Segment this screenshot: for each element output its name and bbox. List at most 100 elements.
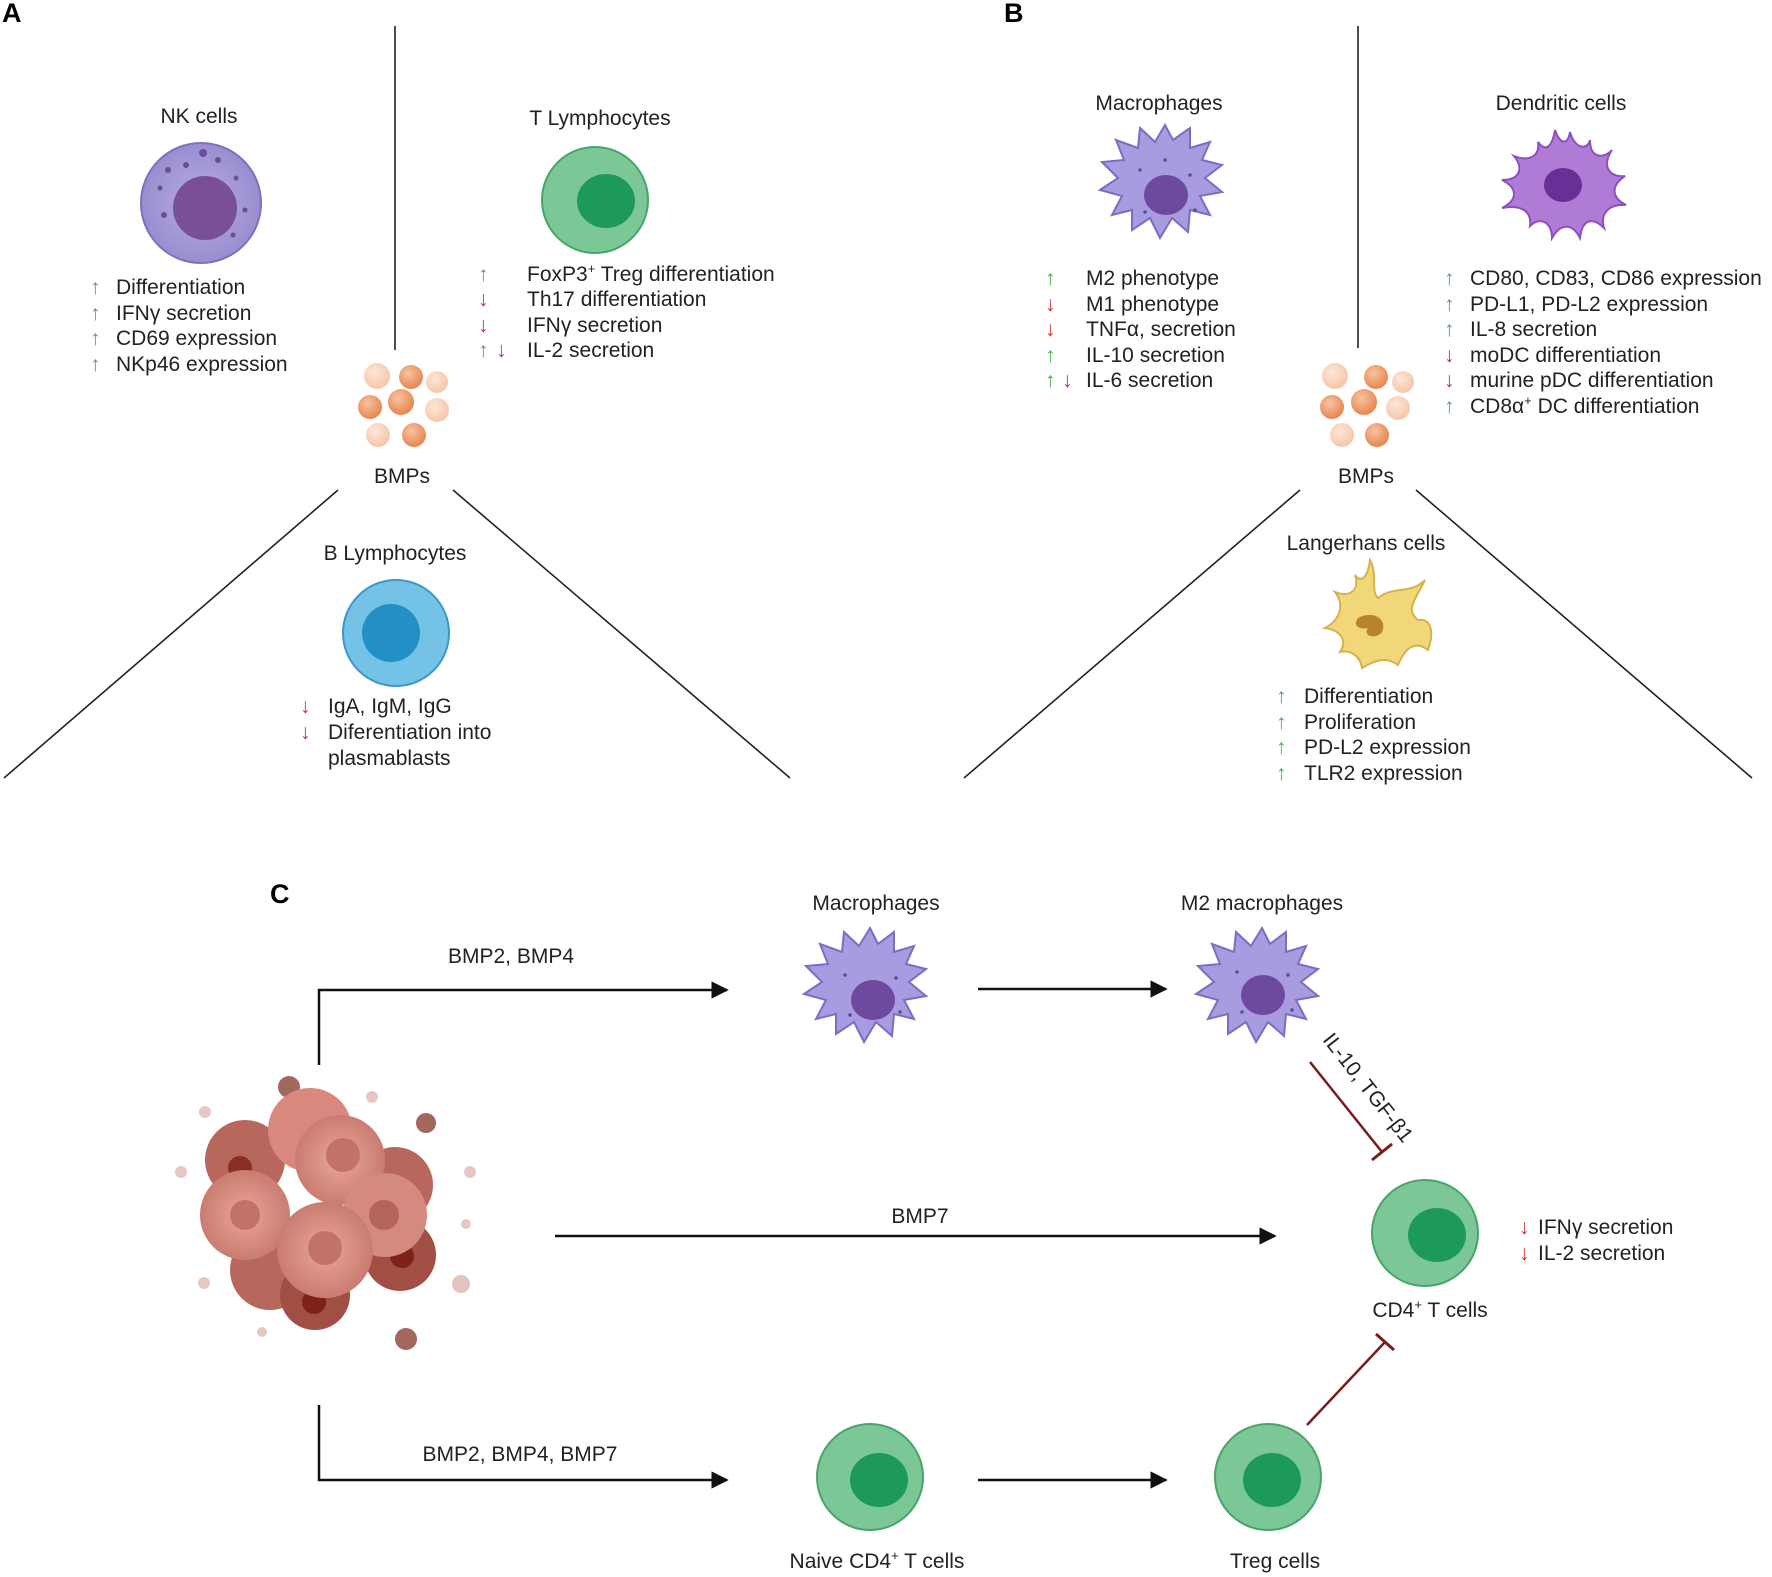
cd4-effects-list: ↓ IFNγ secretion ↓IL-2 secretion [1519, 1216, 1673, 1265]
list-item: ↑IFNγ secretion [90, 302, 251, 325]
svg-text:↑: ↑ [478, 339, 489, 362]
m2-macrophages-label: M2 macrophages [1181, 892, 1343, 915]
panel-a-letter: A [2, 0, 22, 28]
svg-text:↓: ↓ [1444, 369, 1455, 392]
svg-text:plasmablasts: plasmablasts [328, 747, 451, 770]
bmp-cluster-icon [1320, 363, 1414, 447]
edge-label-bottom: BMP2, BMP4, BMP7 [423, 1443, 618, 1466]
svg-text:CD80, CD83, CD86 expression: CD80, CD83, CD86 expression [1470, 267, 1762, 290]
list-item: ↑ NKp46 expression [90, 353, 288, 376]
svg-text:IgA, IgM, IgG: IgA, IgM, IgG [328, 695, 452, 718]
svg-text:M2 phenotype: M2 phenotype [1086, 267, 1219, 290]
svg-text:↑: ↑ [1276, 685, 1287, 708]
svg-text:PD-L1, PD-L2 expression: PD-L1, PD-L2 expression [1470, 293, 1708, 316]
naive-t-cell-icon [816, 1423, 924, 1531]
list-item: plasmablasts [328, 747, 451, 770]
nk-cell-icon [140, 142, 262, 264]
dendritic-cell-icon [1501, 129, 1627, 242]
list-item: ↑↓IL-6 secretion [1045, 369, 1213, 392]
svg-text:↓: ↓ [478, 314, 489, 337]
arrow-tumor-to-naive [317, 1405, 729, 1489]
list-item: ↓IL-2 secretion [1519, 1242, 1665, 1265]
svg-text:↑: ↑ [90, 353, 101, 376]
treg-cell-icon [1214, 1423, 1322, 1531]
svg-text:TLR2 expression: TLR2 expression [1304, 762, 1463, 785]
cd4-t-cells-label: CD4+ T cells [1372, 1297, 1487, 1322]
svg-text:Differentiation: Differentiation [1304, 685, 1433, 708]
cd4-t-cell-icon [1371, 1179, 1479, 1287]
svg-text:Th17 differentiation: Th17 differentiation [527, 288, 706, 311]
svg-text:↑: ↑ [1444, 267, 1455, 290]
svg-text:IFNγ secretion: IFNγ secretion [1538, 1216, 1673, 1239]
bmp-cluster-icon [358, 363, 449, 447]
panel-c: C [175, 879, 1673, 1573]
svg-text:↑: ↑ [1276, 762, 1287, 785]
nk-effects-list: ↑Differentiation ↑IFNγ secretion ↑ CD69 e… [90, 276, 288, 376]
svg-text:NKp46 expression: NKp46 expression [116, 353, 288, 376]
divider-line [1415, 489, 1753, 779]
divider-line [452, 489, 791, 779]
panel-b: B BMPs Macrophages ↑M2 pheno [963, 0, 1762, 785]
naive-cd4-label: Naive CD4+ T cells [790, 1548, 965, 1573]
svg-text:IL-2 secretion: IL-2 secretion [1538, 1242, 1665, 1265]
list-item: ↓ TNFα, secretion [1045, 318, 1236, 341]
list-item: ↑FoxP3+ Treg differentiation [478, 261, 775, 286]
bmps-label: BMPs [1338, 465, 1394, 488]
inhibit-label: IL-10, TGF-β1 [1318, 1029, 1417, 1147]
list-item: ↑ TLR2 expression [1276, 762, 1463, 785]
langerhans-effects-list: ↑ Differentiation ↑ Proliferation ↑PD-L2 e… [1276, 685, 1471, 785]
list-item: ↑IL-10 secretion [1045, 344, 1225, 367]
svg-text:TNFα, secretion: TNFα, secretion [1086, 318, 1236, 341]
dendritic-cells-title: Dendritic cells [1496, 92, 1627, 115]
macrophage-icon [801, 925, 929, 1045]
list-item: ↓ moDC differentiation [1444, 344, 1661, 367]
list-item: ↓ Th17 differentiation [478, 288, 706, 311]
b-effects-list: ↓IgA, IgM, IgG ↓Diferentiation into plas… [300, 695, 491, 770]
svg-text:IL-6 secretion: IL-6 secretion [1086, 369, 1213, 392]
edge-label-top: BMP2, BMP4 [448, 945, 574, 968]
svg-text:↑: ↑ [1276, 711, 1287, 734]
svg-text:M1 phenotype: M1 phenotype [1086, 293, 1219, 316]
bmps-label: BMPs [374, 465, 430, 488]
m2-macrophage-icon [1193, 925, 1321, 1045]
svg-text:↓: ↓ [1045, 318, 1056, 341]
list-item: ↑Differentiation [90, 276, 245, 299]
panel-a: A BMPs NK cells [2, 0, 791, 779]
list-item: ↑M2 phenotype [1045, 267, 1219, 290]
macrophages-title: Macrophages [1095, 92, 1222, 115]
list-item: ↑PD-L2 expression [1276, 736, 1471, 759]
svg-text:IFNγ secretion: IFNγ secretion [527, 314, 662, 337]
edge-label-mid: BMP7 [891, 1205, 948, 1228]
divider-line [963, 489, 1301, 779]
list-item: ↑ CD69 expression [90, 327, 277, 350]
macrophage-icon [1097, 122, 1225, 241]
panel-b-letter: B [1004, 0, 1024, 28]
svg-text:IL-10 secretion: IL-10 secretion [1086, 344, 1225, 367]
svg-text:Proliferation: Proliferation [1304, 711, 1416, 734]
svg-text:↑: ↑ [90, 302, 101, 325]
svg-text:↓: ↓ [478, 288, 489, 311]
svg-text:↑: ↑ [90, 327, 101, 350]
list-item: ↑CD8α+ DC differentiation [1444, 393, 1699, 418]
list-item: ↓M1 phenotype [1045, 293, 1219, 316]
svg-text:↓: ↓ [1519, 1216, 1530, 1239]
svg-text:moDC differentiation: moDC differentiation [1470, 344, 1661, 367]
list-item: ↓ IFNγ secretion [1519, 1216, 1673, 1239]
svg-text:CD69 expression: CD69 expression [116, 327, 277, 350]
panel-c-letter: C [270, 879, 290, 909]
svg-text:↑: ↑ [1045, 369, 1056, 392]
dendritic-effects-list: ↑ CD80, CD83, CD86 expression ↑ PD-L1, PD-… [1444, 267, 1762, 418]
svg-text:↑: ↑ [1444, 395, 1455, 418]
b-cell-icon [342, 579, 450, 687]
list-item: ↓murine pDC differentiation [1444, 369, 1714, 392]
list-item: ↑↓IL-2 secretion [478, 339, 654, 362]
svg-text:↑: ↑ [478, 263, 489, 286]
treg-cells-label: Treg cells [1230, 1550, 1320, 1573]
t-lymphocytes-title: T Lymphocytes [529, 107, 670, 130]
divider-line [3, 489, 339, 779]
list-item: ↓Diferentiation into [300, 721, 491, 744]
svg-text:↓: ↓ [1444, 344, 1455, 367]
list-item: ↑ CD80, CD83, CD86 expression [1444, 267, 1762, 290]
tumor-cell-cluster-icon [175, 1076, 476, 1350]
